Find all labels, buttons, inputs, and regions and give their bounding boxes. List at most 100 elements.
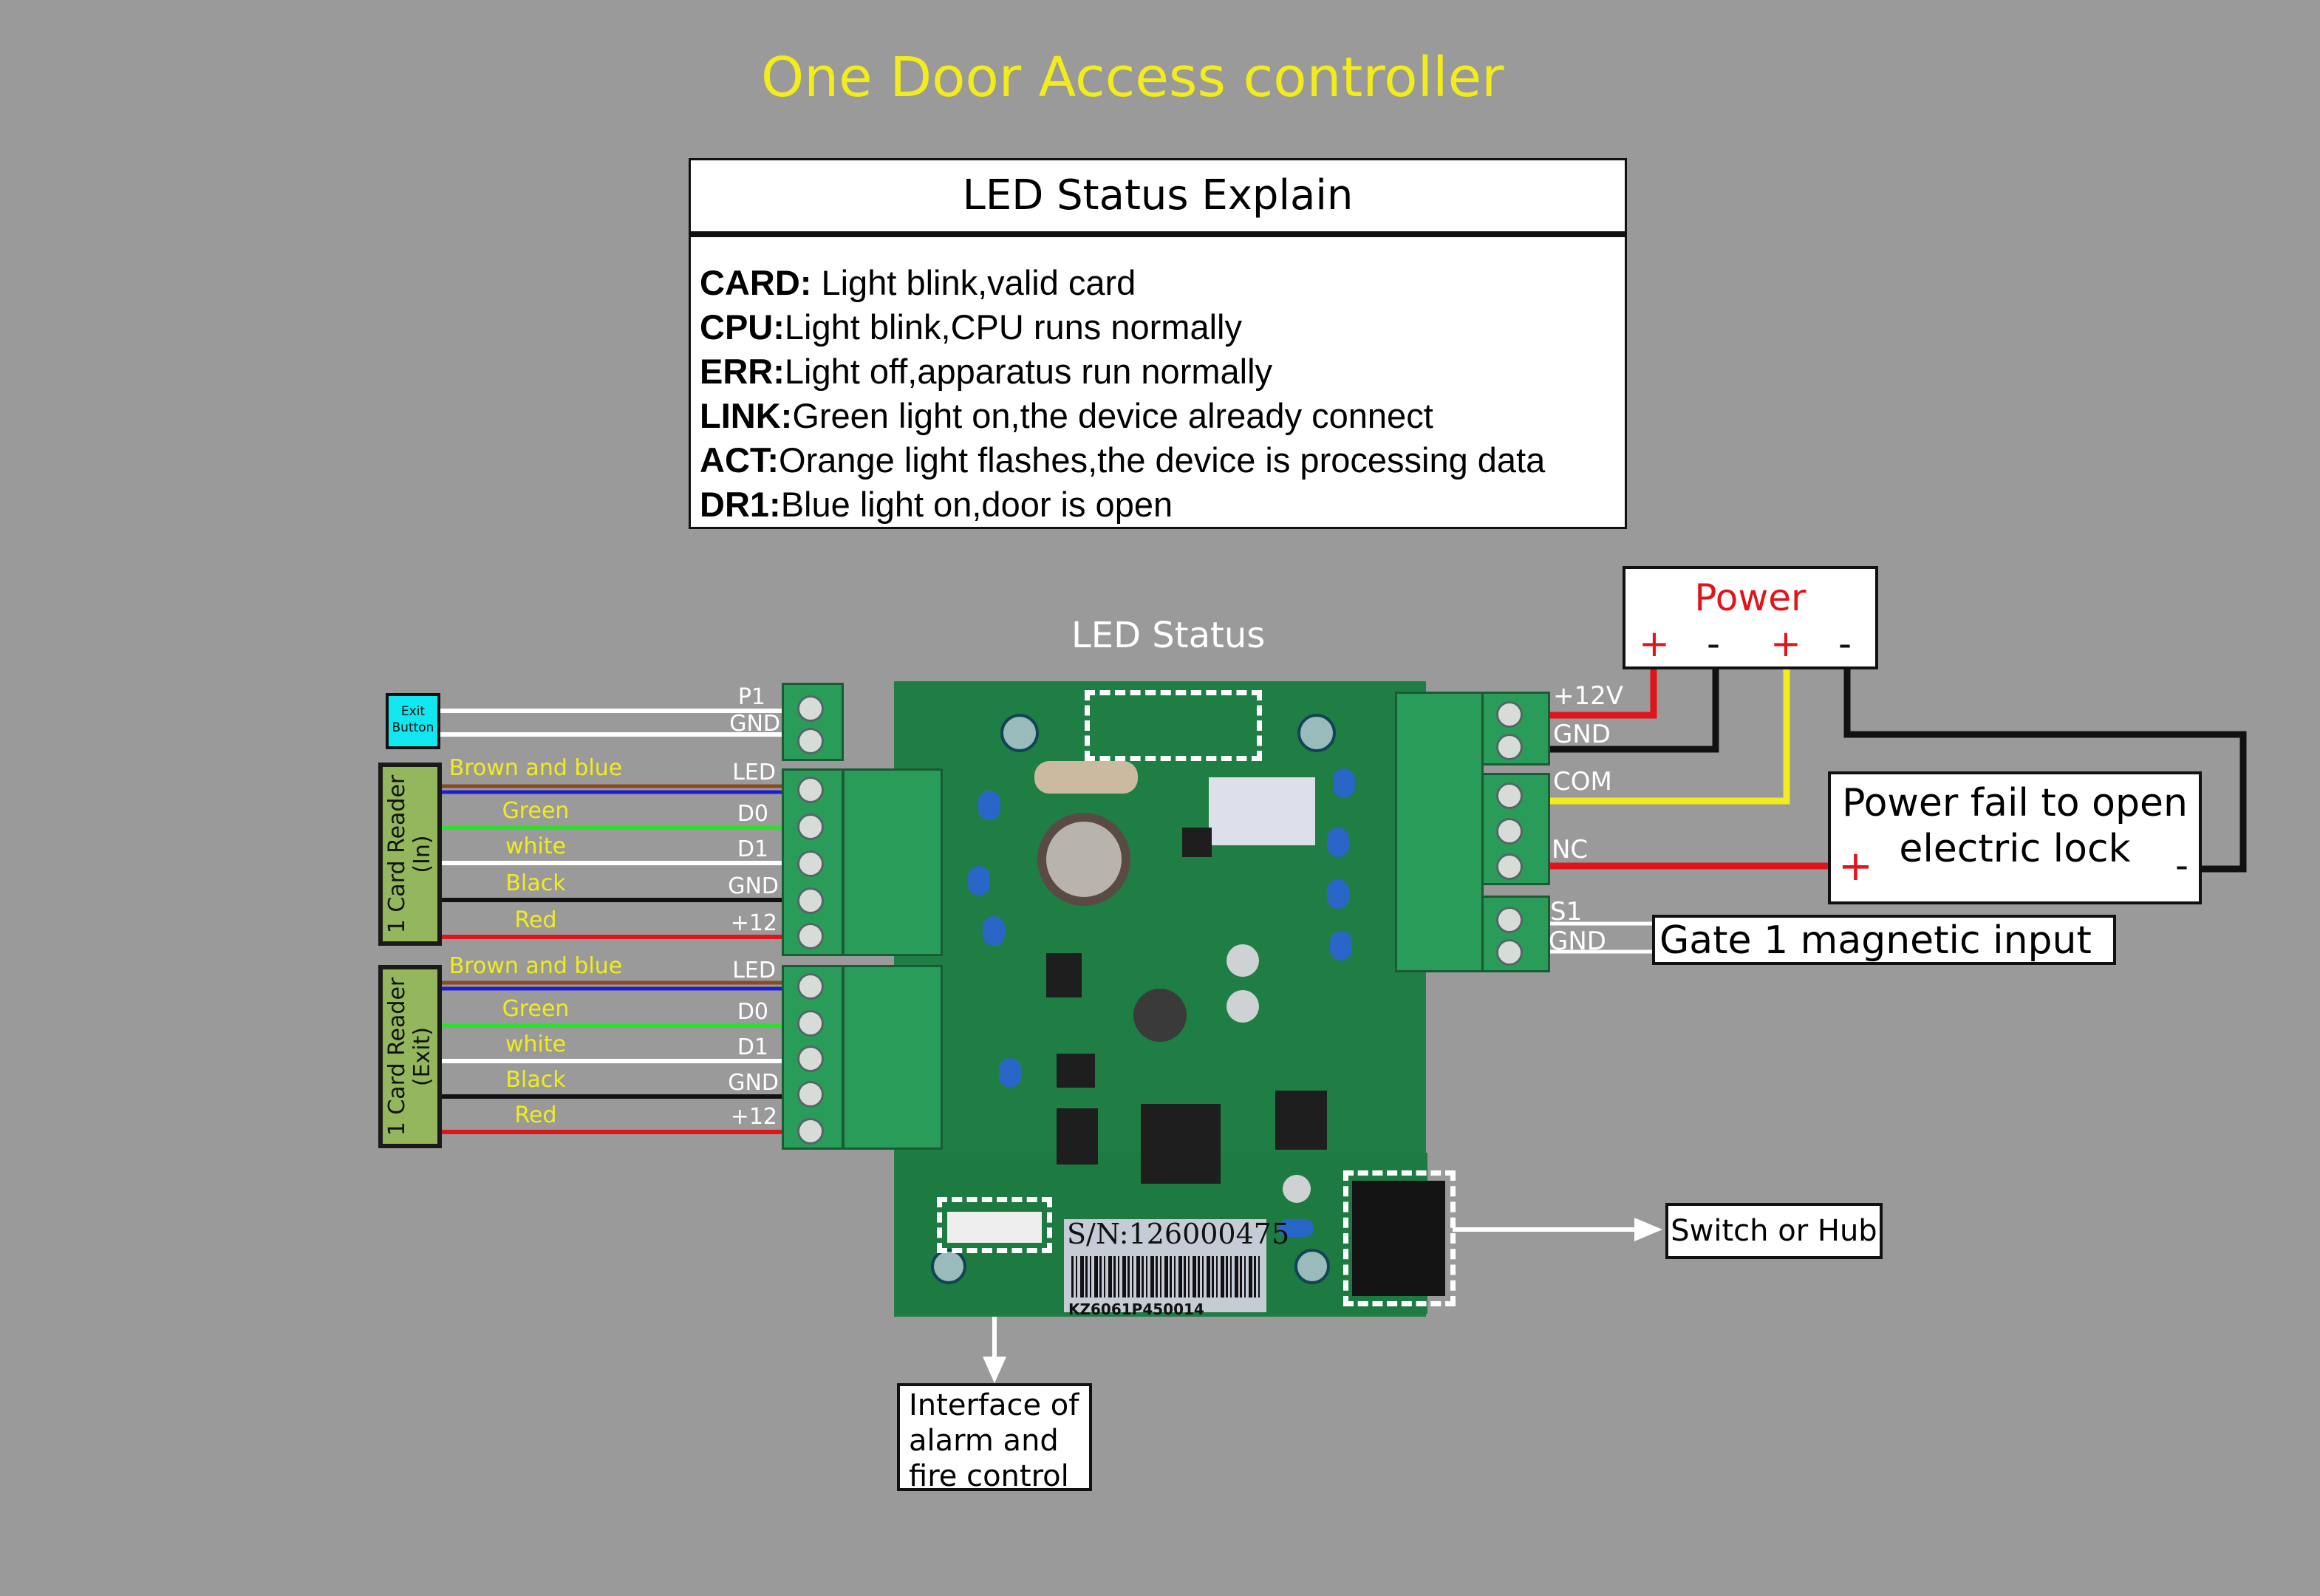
gate-magnetic-input: Gate 1 magnetic input [1652,915,2116,965]
led-text-act: Orange light flashes,the device is proce… [779,440,1546,480]
screw [1496,782,1523,809]
model-code: KZ6061P450014 [1068,1300,1204,1318]
screw [797,1118,824,1145]
pin-label-gate-gnd: GND [1549,927,1606,956]
blue-capacitor [1333,768,1355,798]
serial-number: S/N:126000475 [1067,1218,1290,1250]
capacitor [1283,1175,1311,1203]
led-key-dr1: DR1: [700,485,781,524]
pin-label-in-12: +12 [730,910,777,936]
alarm-fire-connector-body [947,1212,1042,1243]
ic-chip [1057,1054,1095,1088]
screw [1496,853,1523,880]
card-reader-in: 1 Card Reader(In) [378,763,442,946]
terminal-power [1481,692,1550,765]
card-reader-in-line2: (In) [409,835,435,873]
screw [797,695,824,722]
wire-gnd-power [1549,669,1719,753]
wire-label-in-red: Red [514,907,557,933]
wire-label-exit-white: white [505,1031,567,1057]
led-text-card: Light blink,valid card [811,263,1136,302]
interface-line3: fire control [909,1459,1069,1493]
terminal-exit-button [782,683,844,761]
blue-capacitor [968,866,990,896]
wire-label-in-black: Black [505,870,566,896]
wire-label-exit-brown-blue: Brown and blue [448,953,623,979]
ethernet-port[interactable] [1352,1181,1445,1296]
card-reader-exit-label: 1 Card Reader(Exit) [384,978,435,1136]
led-key-err: ERR: [700,352,785,391]
power-minus-1: - [1707,622,1721,665]
lock-plus: + [1838,842,1873,890]
resistor [1034,761,1138,794]
electric-lock: Power fail to open electric lock + - [1828,771,2202,904]
pin-label-exit-led: LED [732,958,776,983]
pin-label-s1: S1 [1550,897,1583,927]
ethernet-port-area [1343,1170,1456,1306]
screw [797,1010,824,1037]
screw [797,973,824,1000]
mount-hole [1000,714,1039,752]
coin-battery [1037,813,1130,906]
led-text-cpu: Light blink,CPU runs normally [784,307,1242,347]
wire-label-in-brown-blue: Brown and blue [448,755,623,781]
blue-capacitor [983,916,1005,946]
led-key-act: ACT: [700,440,779,480]
pin-label-in-gnd: GND [728,873,779,899]
terminal-gate-sensor [1481,896,1550,972]
led-status-indicator-area [1085,690,1262,761]
wire-label-exit-black: Black [505,1067,566,1093]
led-status-label: LED Status [1071,615,1266,656]
mount-hole [1294,1249,1330,1284]
pin-label-power-gnd: GND [1553,720,1611,749]
alarm-fire-connector [937,1197,1052,1253]
arrow-head-interface [983,1357,1006,1383]
led-line-act: ACT:Orange light flashes,the device is p… [700,438,1625,482]
card-reader-exit-line2: (Exit) [409,1026,435,1087]
interface-line2: alarm and [909,1424,1059,1458]
pin-label-com: COM [1553,767,1612,797]
screw [797,814,824,840]
led-text-err: Light off,apparatus run normally [784,352,1273,391]
led-text-dr1: Blue light on,door is open [780,485,1173,524]
relay [1209,777,1315,845]
pin-label-in-d1: D1 [737,836,768,862]
screw [797,923,824,949]
blue-capacitor [1330,931,1352,961]
power-label: Power [1694,576,1806,619]
wire-lock-minus [1843,669,2247,873]
pin-label-exit-12: +12 [730,1104,777,1130]
pin-label-exit-d1: D1 [737,1034,768,1060]
pin-label-exit-d0: D0 [737,999,768,1025]
led-line-dr1: DR1:Blue light on,door is open [700,482,1625,527]
led-key-card: CARD: [700,263,812,302]
card-reader-in-line1: 1 Card Reader [384,774,410,934]
pin-label-p1: P1 [737,684,765,710]
led-explain-list: CARD: Light blink,valid card CPU:Light b… [691,237,1625,527]
blue-capacitor [1327,879,1349,909]
screw [797,887,824,914]
alarm-fire-interface: Interface of alarm and fire control [897,1383,1092,1493]
power-minus-2: - [1838,622,1852,665]
lock-minus: - [2175,844,2189,887]
terminal-housing [842,965,943,1150]
blue-capacitor [978,791,1000,820]
power-plus-2: + [1770,622,1801,665]
barcode [1071,1256,1260,1297]
led-key-link: LINK: [700,396,793,435]
pin-label-nc: NC [1552,835,1589,864]
electric-lock-line1: Power fail to open [1842,781,2188,825]
terminal-reader-exit [782,965,844,1150]
screw [1496,734,1523,760]
wire-12v [1549,669,1657,719]
screw [797,728,824,754]
screw [797,777,824,803]
ic-chip [1046,953,1082,998]
capacitor [1226,944,1259,977]
terminal-housing-right [1395,692,1484,972]
led-line-cpu: CPU:Light blink,CPU runs normally [700,305,1625,349]
ic-chip [1275,1091,1327,1150]
interface-line1: Interface of [909,1388,1079,1422]
screw [1496,939,1523,966]
